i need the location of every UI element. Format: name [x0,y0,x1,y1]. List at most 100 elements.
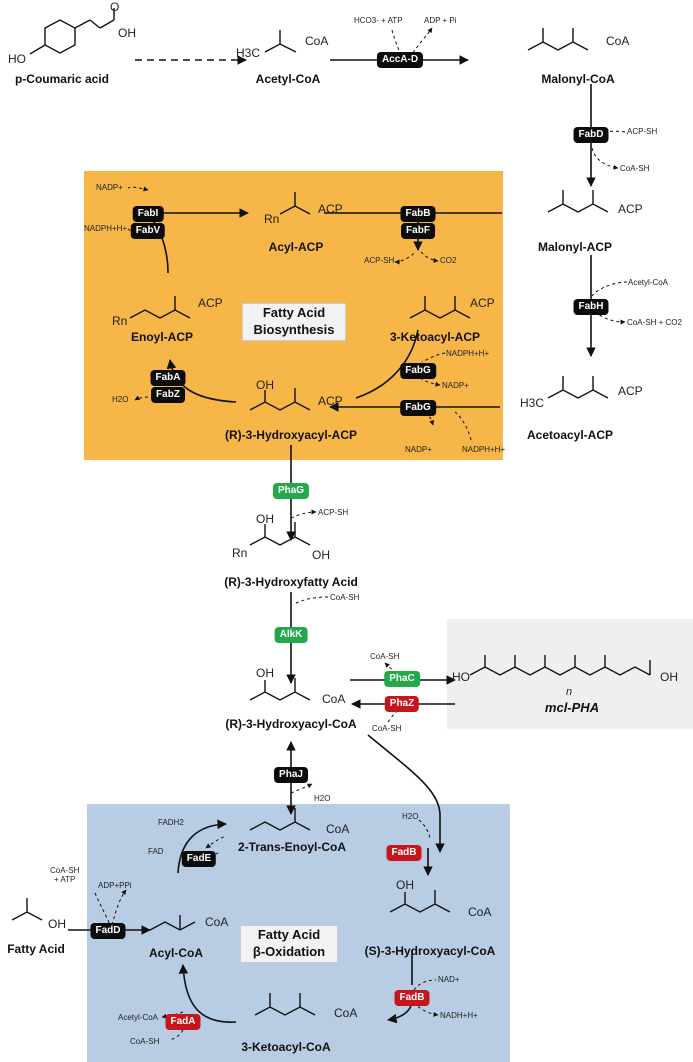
cofactor-nadph-fabg2: NADPH+H+ [462,445,506,454]
enzyme-fabv[interactable]: FabV [130,223,166,239]
cofactor-nadph-fabi: NADPH+H+ [84,224,128,233]
struct-text-coa-scoa: CoA [468,905,492,919]
cofactor-acp-sh-fabd: ACP-SH [627,127,658,136]
struct-text-acp-acetoacyl: ACP [618,384,643,398]
enzyme-faba[interactable]: FabA [150,370,186,386]
label-acetoacyl-acp: Acetoacyl-ACP [526,428,614,442]
struct-text-oh-rcoa: OH [256,666,274,680]
label-acyl-acp: Acyl-ACP [268,240,324,254]
enzyme-fabz[interactable]: FabZ [151,387,185,403]
struct-text-acp-hydroxy: ACP [318,394,343,408]
struct-text-o-coumaric: O [110,0,120,14]
cofactor-coa-sh-co2: CoA-SH + CO2 [627,318,682,327]
cofactor-adp-pi: ADP + Pi [424,16,457,25]
cofactor-coa-sh-fada: CoA-SH [130,1037,160,1046]
struct-text-rn-enoyl: Rn [112,314,128,328]
enzyme-fabb[interactable]: FabB [400,206,436,222]
struct-text-acp-acyl: ACP [318,202,343,216]
struct-text-n-pha: n [566,686,573,698]
struct-text-ho-coumaric: HO [8,52,26,66]
enzyme-fabg-2[interactable]: FabG [400,400,436,416]
enzyme-phac[interactable]: PhaC [384,671,420,687]
struct-text-oh-pha: OH [660,670,678,684]
cofactor-adp-ppi: ADP+PPi [98,881,132,890]
label-mcl-pha: mcl-PHA [544,700,600,715]
struct-text-acp-keto: ACP [470,296,495,310]
cofactor-coa-sh-alkk: CoA-SH [330,593,360,602]
cofactor-h2o-phaj: H2O [314,794,331,803]
enzyme-fade[interactable]: FadE [181,851,217,867]
struct-text-rn-acyl: Rn [264,212,280,226]
label-ketoacyl-coa: 3-Ketoacyl-CoA [241,1040,331,1054]
enzyme-fadb-2[interactable]: FadB [394,990,430,1006]
arrow-rcoa-fadb [367,734,445,853]
struct-text-coa-rcoa: CoA [322,692,346,706]
label-acyl-coa: Acyl-CoA [148,946,204,960]
struct-text-ho-pha: HO [452,670,470,684]
cofactor-fad: FAD [148,847,164,856]
struct-text-oh-scoa: OH [396,878,414,892]
cofactor-h2o-faba: H2O [112,395,129,404]
enzyme-fabi[interactable]: FabI [132,206,164,222]
oxidation-title: Fatty Acid β-Oxidation [240,925,338,963]
cofactor-acetyl-coa-fada: Acetyl-CoA [118,1013,159,1022]
enzyme-alkk[interactable]: AlkK [274,627,308,643]
label-acetyl-coa: Acetyl-CoA [255,72,321,86]
arrow-hydroxy-enoyl [166,359,237,403]
enzyme-fada[interactable]: FadA [165,1014,201,1030]
cofactor-nadph-fabg1: NADPH+H+ [446,349,490,358]
struct-text-oh-fatty: OH [48,917,66,931]
label-enoyl-acp: Enoyl-ACP [130,330,194,344]
struct-text-acp-malonyl: ACP [618,202,643,216]
cofactor-nadp-fabg1: NADP+ [442,381,469,390]
cofactor-fadh2: FADH2 [158,818,184,827]
arrow-acyl-fade [177,819,227,874]
struct-text-h3c-acetoacyl: H3C [520,396,545,410]
enzyme-fabh[interactable]: FabH [573,299,609,315]
enzyme-phaj[interactable]: PhaJ [274,767,308,783]
enzyme-fabd[interactable]: FabD [573,127,609,143]
cofactor-coa-sh-phac: CoA-SH [370,652,400,661]
struct-text-coa-acetyl: CoA [305,34,329,48]
struct-text-oh-hydroxy: OH [256,378,274,392]
struct-text-coa-enoylcoa: CoA [326,822,350,836]
cofactor-acp-sh-phag: ACP-SH [318,508,349,517]
enzyme-phaz[interactable]: PhaZ [384,696,420,712]
enzyme-fadd[interactable]: FadD [90,923,126,939]
struct-text-acp-enoyl: ACP [198,296,223,310]
cofactor-co2-fabb: CO2 [440,256,457,265]
enzyme-phag[interactable]: PhaG [272,483,310,499]
struct-text-coa-ketocoa: CoA [334,1006,358,1020]
label-hydroxyacyl-coa-s: (S)-3-Hydroxyacyl-CoA [364,944,496,958]
cofactor-nadh: NADH+H+ [440,1011,478,1020]
cofactor-coa-sh-phaz: CoA-SH [372,724,402,733]
struct-text-oh-coumaric: OH [118,26,136,40]
label-hydroxyacyl-coa-r: (R)-3-Hydroxyacyl-CoA [225,717,357,731]
cofactor-coa-sh-fabd: CoA-SH [620,164,650,173]
struct-text-coa-acylcoa: CoA [205,915,229,929]
enzyme-fadb-1[interactable]: FadB [386,845,422,861]
struct-text-rn-acid: Rn [232,546,248,560]
enzyme-acca[interactable]: AccA-D [376,52,424,68]
arrow-keto-acylcoa [178,964,237,1023]
struct-text-oh-acid-end: OH [312,548,330,562]
arrow-keto-hydroxy [355,329,419,399]
cofactor-h2o-fadb: H2O [402,812,419,821]
cofactor-nadp-fabi: NADP+ [96,183,123,192]
biosynthesis-title: Fatty Acid Biosynthesis [242,303,346,341]
struct-text-coa-malonyl: CoA [606,34,630,48]
cofactor-acp-sh-fabb: ACP-SH [364,256,395,265]
enzyme-fabf[interactable]: FabF [401,223,435,239]
label-malonyl-coa: Malonyl-CoA [541,72,615,86]
label-hydroxyacyl-acp: (R)-3-Hydroxyacyl-ACP [224,428,358,442]
label-coumaric: p-Coumaric acid [14,72,110,86]
label-ketoacyl-acp: 3-Ketoacyl-ACP [389,330,481,344]
label-malonyl-acp: Malonyl-ACP [537,240,613,254]
cofactor-acetyl-coa-fabh: Acetyl-CoA [628,278,669,287]
cofactor-coa-atp: CoA-SH + ATP [50,866,80,884]
struct-text-oh-acid: OH [256,512,274,526]
enzyme-fabg-1[interactable]: FabG [400,363,436,379]
cofactor-nad: NAD+ [438,975,460,984]
label-hydroxyfatty-acid: (R)-3-Hydroxyfatty Acid [224,575,358,589]
